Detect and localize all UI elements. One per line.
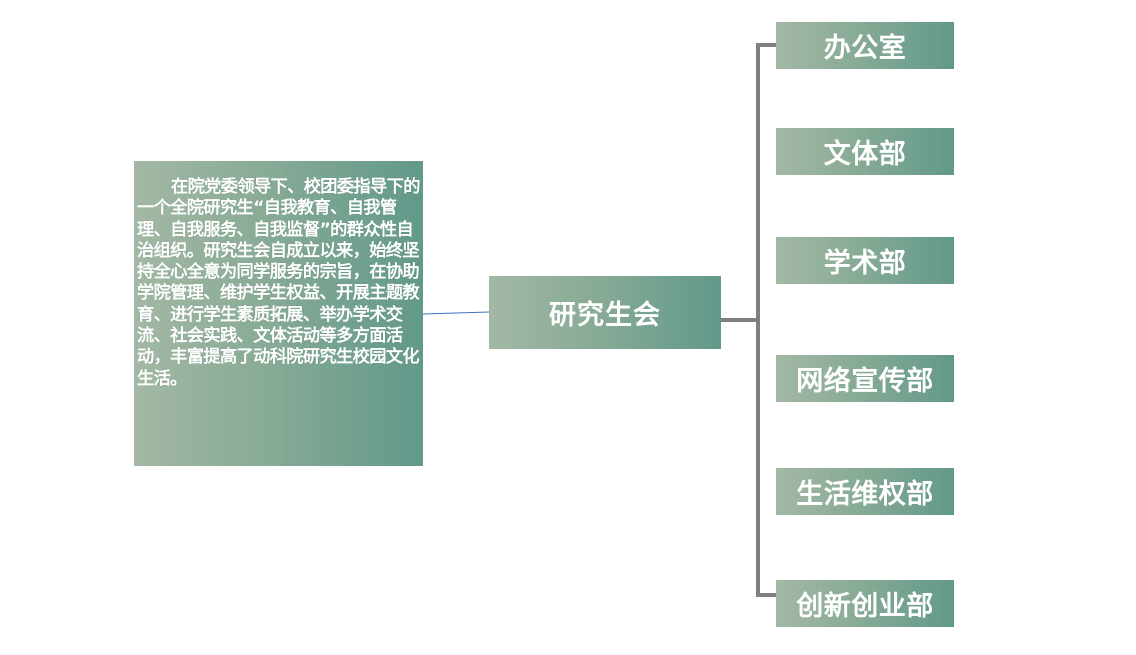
dept-node-academic: 学术部 <box>776 237 954 284</box>
dept-node-innovation: 创新创业部 <box>776 580 954 627</box>
description-box: 在院党委领导下、校团委指导下的一个全院研究生“自我教育、自我管理、自我服务、自我… <box>134 161 423 466</box>
dept-node-sports-culture: 文体部 <box>776 128 954 175</box>
dept-node-office: 办公室 <box>776 22 954 69</box>
center-node: 研究生会 <box>489 276 721 349</box>
dept-node-life-rights: 生活维权部 <box>776 468 954 515</box>
dept-node-network-publicity: 网络宣传部 <box>776 355 954 402</box>
description-link-line <box>422 311 490 315</box>
